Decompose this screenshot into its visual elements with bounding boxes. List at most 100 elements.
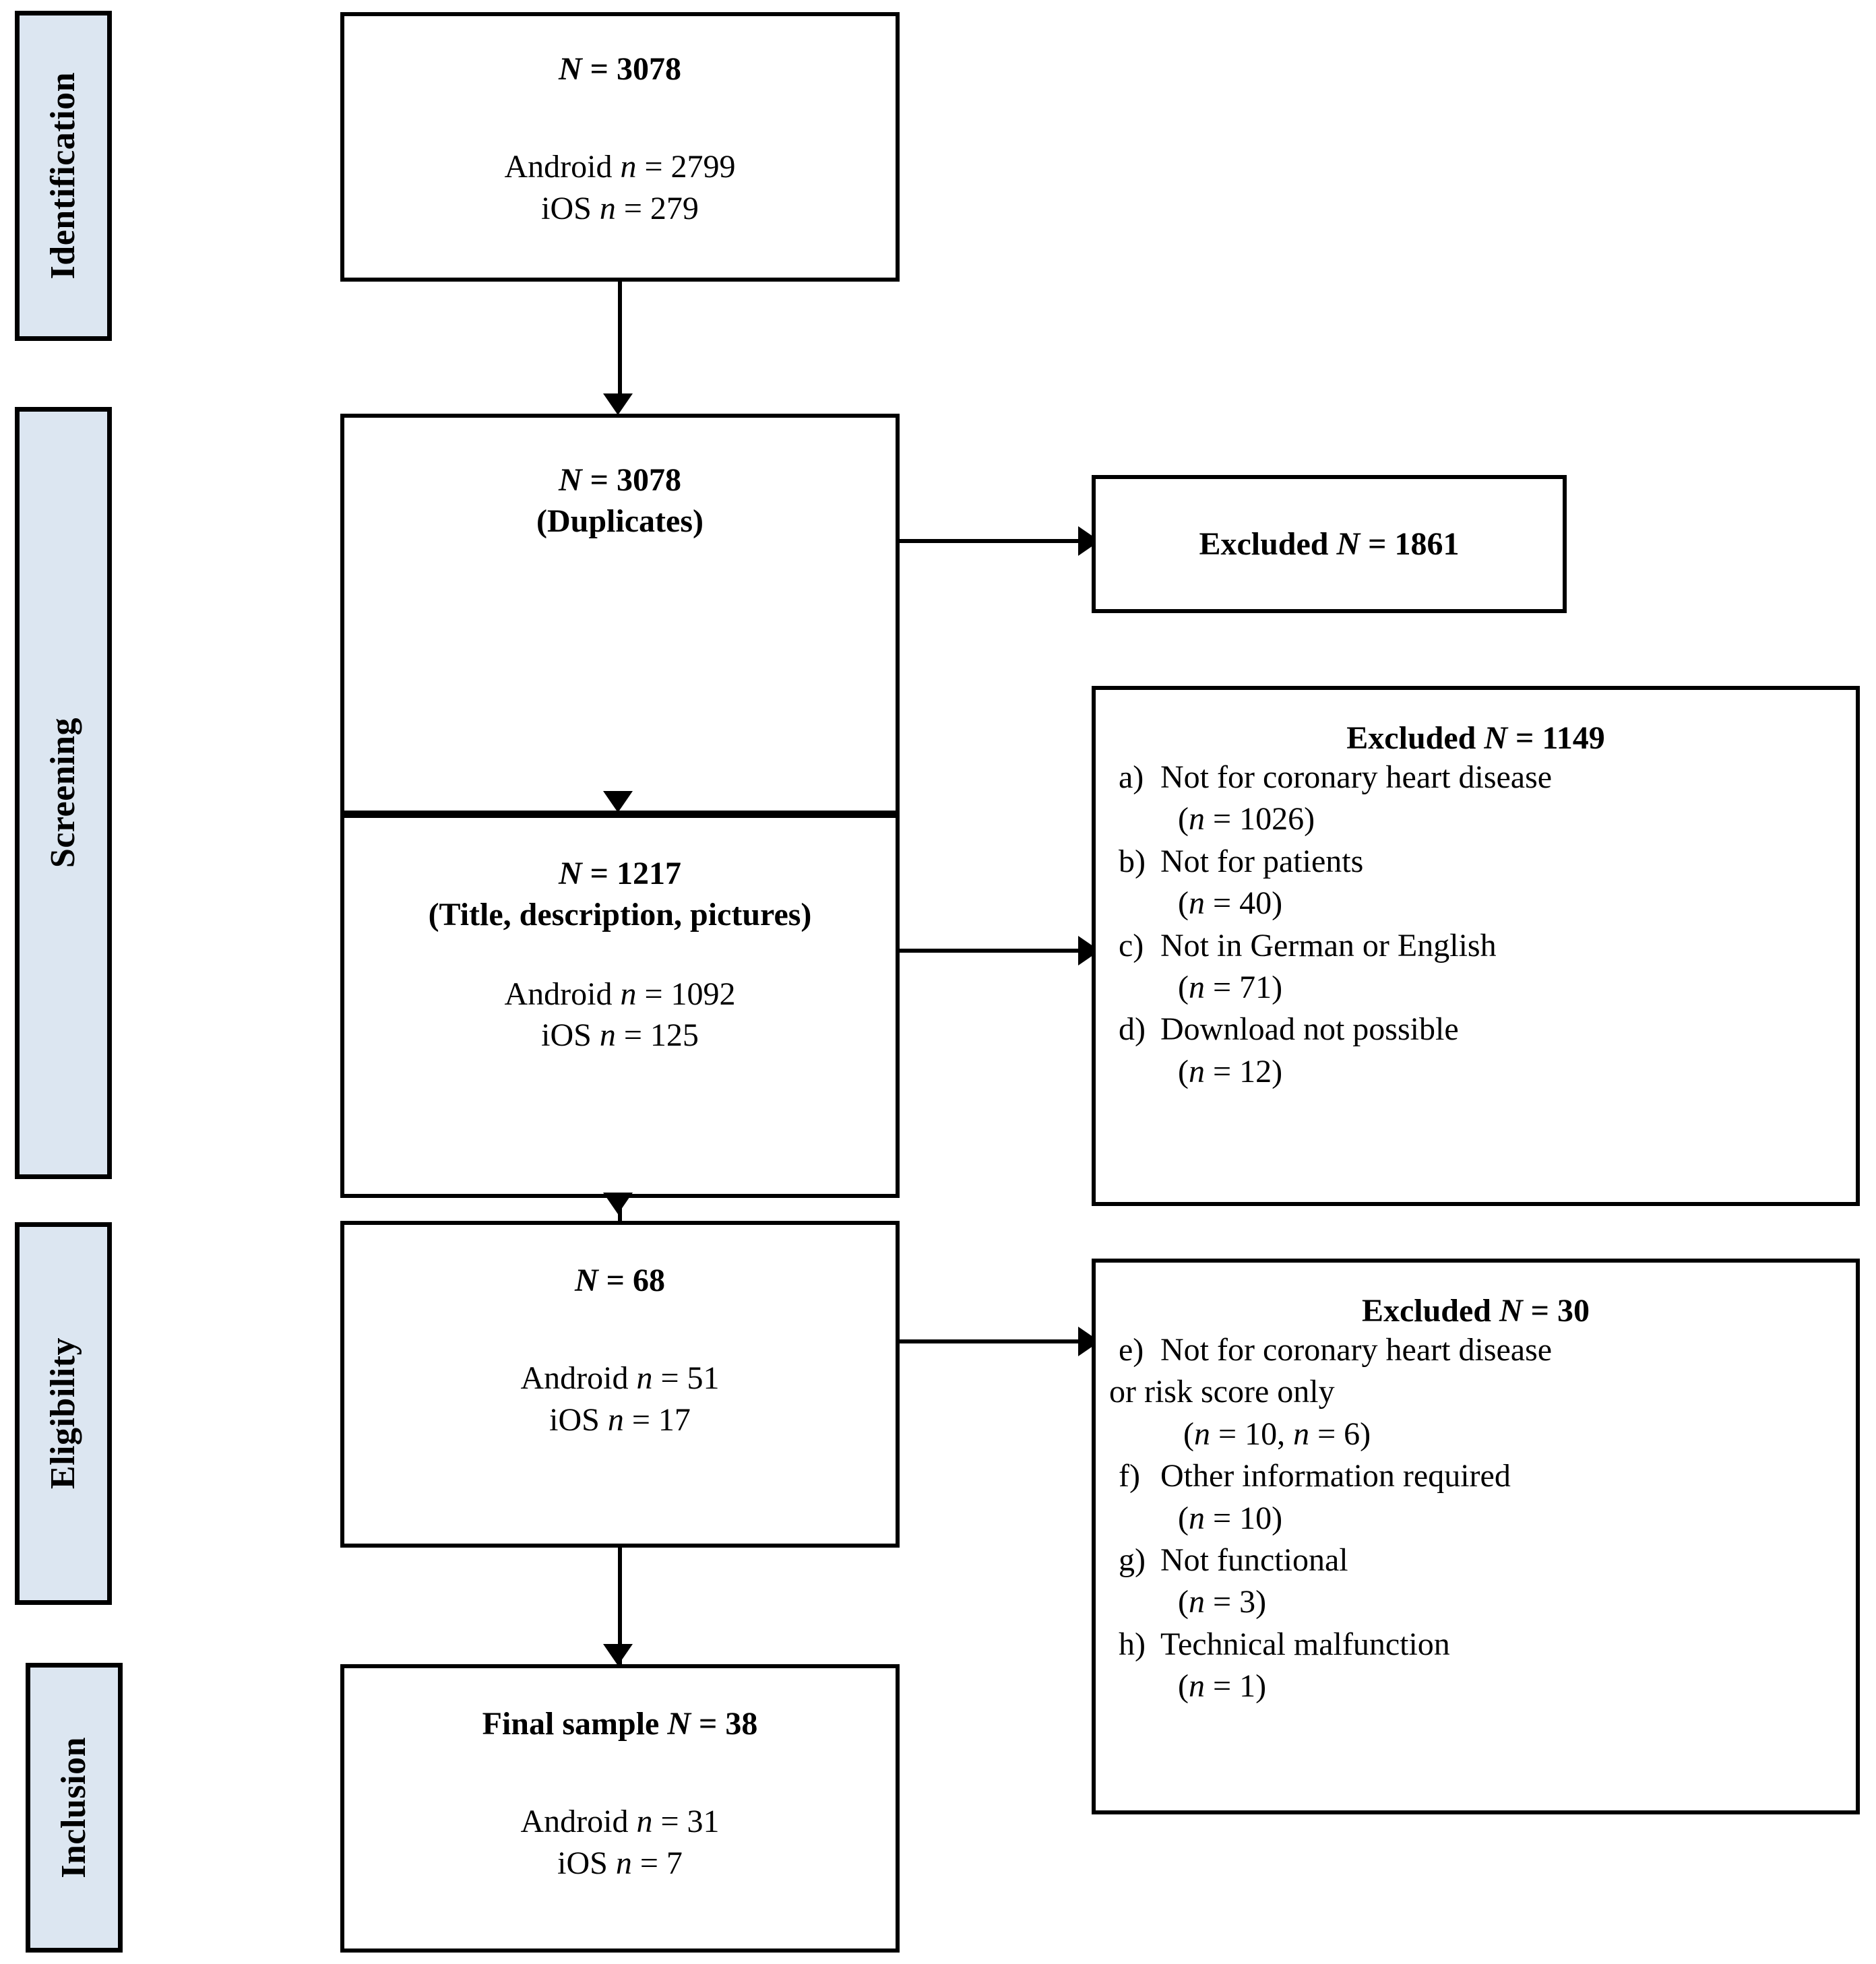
paren-open: ( — [1178, 1584, 1189, 1620]
connector-eligible-to-final — [618, 1548, 622, 1666]
excluded-label: Excluded — [1346, 720, 1484, 756]
equals-sign: = — [582, 51, 617, 87]
android-label: Android — [504, 149, 621, 185]
list-item-text: Not in German or English — [1160, 927, 1497, 963]
list-item: g) Not functional (n = 3) — [1096, 1540, 1856, 1624]
n-symbol: n — [1188, 1500, 1205, 1536]
records-identified-total: N = 3078 — [559, 49, 681, 90]
n-symbol: n — [599, 190, 616, 226]
n-symbol: n — [599, 1017, 616, 1054]
n-symbol: N — [558, 856, 582, 891]
stage-label-identification: Identification — [44, 72, 82, 280]
ios-value: 279 — [650, 190, 699, 226]
list-item-text: Download not possible — [1160, 1011, 1459, 1048]
list-item-text: Not functional — [1160, 1542, 1348, 1578]
final-sample-android: Android n = 31 — [520, 1801, 719, 1842]
arrowhead-down-duplicates — [603, 393, 633, 415]
equals-sign: = — [598, 1263, 633, 1298]
paren-close: ) — [1255, 1584, 1267, 1620]
paren-open: ( — [1178, 1668, 1189, 1705]
screened-total: N = 1217 — [559, 853, 681, 894]
final-sample-total-value: 38 — [725, 1706, 758, 1742]
paren-close: ) — [1304, 801, 1315, 837]
equals-sign: = — [1204, 801, 1240, 837]
n-symbol: n — [1188, 801, 1205, 837]
equals-sign: = — [1507, 720, 1542, 756]
n-symbol: n — [1193, 1416, 1210, 1452]
equals-sign: = — [1204, 885, 1240, 922]
excluded-eligibility-title: Excluded N = 30 — [1096, 1292, 1856, 1329]
equals-sign: = — [636, 976, 671, 1012]
count-value: 40 — [1239, 885, 1272, 922]
stage-box-identification: Identification — [15, 11, 112, 341]
paren-open: ( — [1178, 969, 1189, 1005]
eligible-total-value: 68 — [633, 1263, 666, 1298]
n-symbol: n — [1188, 885, 1205, 922]
n-symbol: N — [574, 1263, 598, 1298]
connector-duplicates-to-excluded — [900, 539, 1085, 543]
list-item-count: (n = 40) — [1160, 883, 1856, 924]
list-item-text: Not for patients — [1160, 843, 1364, 879]
equals-sign: = — [615, 190, 650, 226]
excluded-screening-title: Excluded N = 1149 — [1096, 720, 1856, 757]
equals-sign: = — [631, 1845, 666, 1881]
list-item-count: (n = 1) — [1160, 1666, 1856, 1707]
list-item: e) Not for coronary heart disease — [1096, 1329, 1856, 1371]
paren-close: ) — [1272, 885, 1283, 922]
list-marker: b) — [1119, 843, 1146, 879]
list-item-count: (n = 12) — [1160, 1051, 1856, 1093]
paren-close: ) — [1272, 969, 1283, 1005]
records-identified-ios: iOS n = 279 — [541, 188, 699, 229]
excluded-screening-value: 1149 — [1542, 720, 1605, 756]
list-marker: a) — [1119, 759, 1144, 795]
box-screened: N = 1217 (Title, description, pictures) … — [340, 814, 900, 1198]
arrowhead-down-screened — [603, 791, 633, 813]
android-value: 1092 — [670, 976, 736, 1012]
excluded-duplicates-value: 1861 — [1394, 526, 1460, 562]
duplicates-total-value: 3078 — [617, 462, 682, 498]
screened-subtitle: (Title, description, pictures) — [428, 897, 812, 933]
box-records-identified: N = 3078 Android n = 2799 iOS n = 279 — [340, 12, 900, 282]
connector-screened-to-excluded — [900, 949, 1085, 953]
equals-sign: = — [623, 1401, 658, 1438]
eligible-total: N = 68 — [575, 1260, 665, 1301]
records-identified-total-value: 3078 — [617, 51, 682, 87]
list-marker: d) — [1119, 1011, 1146, 1048]
paren-open: ( — [1178, 1500, 1189, 1536]
list-item: h) Technical malfunction (n = 1) — [1096, 1624, 1856, 1708]
eligible-ios: iOS n = 17 — [549, 1399, 691, 1440]
stage-label-inclusion: Inclusion — [55, 1737, 93, 1878]
ios-label: iOS — [541, 190, 600, 226]
box-excluded-eligibility: Excluded N = 30 e) Not for coronary hear… — [1092, 1259, 1860, 1814]
stage-label-screening: Screening — [44, 718, 82, 868]
count-value: 1 — [1239, 1668, 1256, 1705]
list-item: a) Not for coronary heart disease (n = 1… — [1096, 757, 1856, 841]
equals-sign: = — [1210, 1416, 1245, 1452]
n-symbol: n — [636, 1360, 653, 1397]
n-symbol: n — [615, 1845, 632, 1881]
n-symbol: n — [1188, 1584, 1205, 1620]
eligible-android: Android n = 51 — [520, 1358, 719, 1399]
screened-total-value: 1217 — [617, 856, 682, 891]
box-eligible: N = 68 Android n = 51 iOS n = 17 — [340, 1221, 900, 1548]
n-symbol: n — [607, 1401, 624, 1438]
list-marker: g) — [1119, 1542, 1146, 1578]
excluded-duplicates-text: Excluded N = 1861 — [1199, 524, 1459, 565]
paren-close: ) — [1360, 1416, 1371, 1452]
list-item-text: Other information required — [1160, 1458, 1511, 1494]
duplicates-subtitle: (Duplicates) — [536, 503, 704, 540]
paren-open: ( — [1178, 1053, 1189, 1089]
equals-sign: = — [582, 856, 617, 891]
n-symbol: n — [1188, 1668, 1205, 1705]
excluded-label: Excluded — [1199, 526, 1337, 562]
android-value: 31 — [687, 1804, 720, 1840]
n-symbol: N — [558, 51, 582, 87]
ios-value: 7 — [666, 1845, 683, 1881]
list-item-count: (n = 1026) — [1160, 798, 1856, 840]
equals-sign: = — [652, 1360, 687, 1397]
screened-android: Android n = 1092 — [504, 974, 735, 1015]
equals-sign: = — [1204, 1500, 1240, 1536]
list-item-count: (n = 71) — [1160, 967, 1856, 1009]
list-item: d) Download not possible (n = 12) — [1096, 1009, 1856, 1093]
records-identified-android: Android n = 2799 — [504, 146, 735, 187]
